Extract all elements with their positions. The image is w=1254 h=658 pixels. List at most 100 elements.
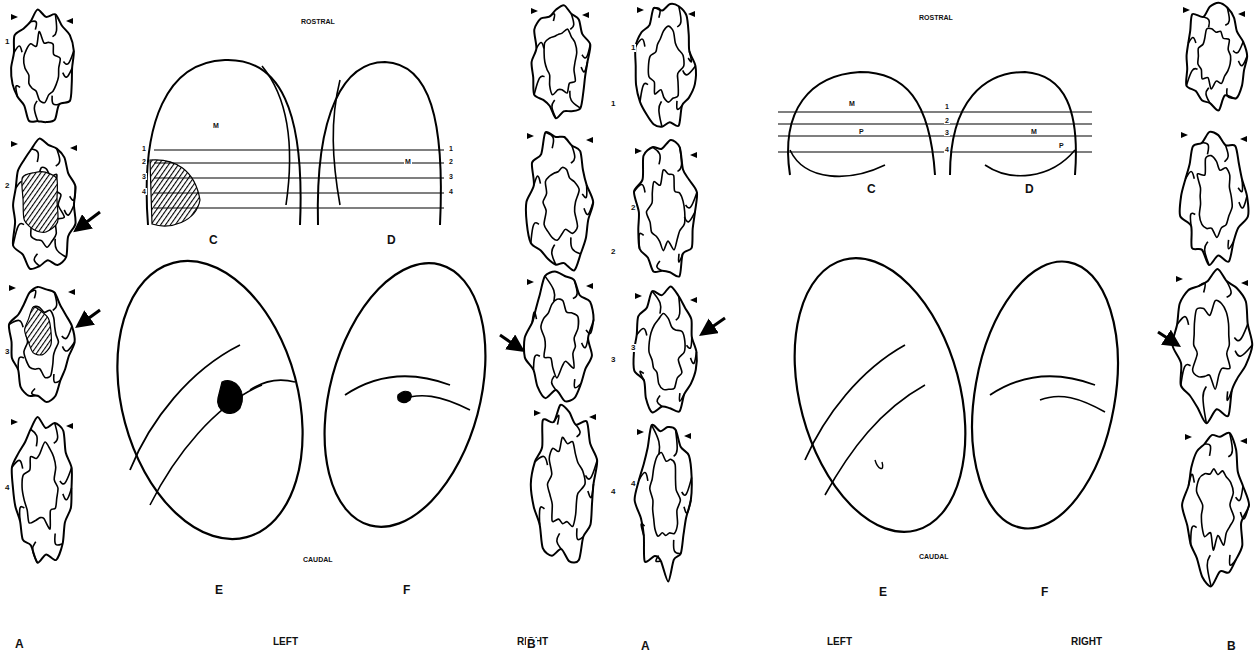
brain-section bbox=[1172, 269, 1252, 423]
section-level-line bbox=[154, 162, 444, 163]
sulcus-line bbox=[582, 338, 589, 348]
sulcus-line bbox=[679, 254, 683, 262]
marker-arrowhead bbox=[68, 289, 75, 295]
section-level-line bbox=[778, 111, 1092, 112]
panel-or-section-label: 2 bbox=[630, 204, 636, 212]
sulcus-line bbox=[582, 45, 590, 58]
sulcus-line bbox=[677, 6, 681, 27]
sulcus-line bbox=[1235, 345, 1252, 356]
sulcus-line bbox=[545, 276, 555, 301]
hemisphere-outline bbox=[147, 60, 301, 225]
sulcus-line bbox=[1188, 38, 1196, 44]
white-matter-outline bbox=[646, 170, 684, 251]
brain-section bbox=[633, 286, 697, 412]
lateral-brain-outline bbox=[766, 239, 993, 551]
panel-or-section-label: D bbox=[386, 234, 397, 246]
lesion-area bbox=[22, 172, 58, 233]
brain-section bbox=[524, 272, 594, 402]
panel-or-section-label: A bbox=[640, 640, 651, 652]
sulcus-line bbox=[52, 96, 59, 105]
cortex-outline bbox=[9, 287, 75, 402]
cortex-outline bbox=[13, 139, 76, 269]
brain-section bbox=[1182, 433, 1249, 587]
sylvian-fissure bbox=[345, 376, 450, 395]
panel-or-section-label: 4 bbox=[610, 488, 616, 496]
orientation-label: CAUDAL bbox=[302, 556, 334, 563]
panel-or-section-label: B bbox=[1226, 640, 1237, 652]
panel-or-section-label: F bbox=[1040, 586, 1049, 598]
sulcus-line bbox=[1236, 486, 1243, 501]
sulcus-line bbox=[536, 42, 544, 48]
brain-section bbox=[11, 10, 74, 123]
sulcus-line bbox=[1203, 17, 1209, 27]
sulcus-line bbox=[532, 312, 536, 322]
marker-arrowhead bbox=[527, 133, 534, 139]
panel-or-section-label: 3 bbox=[448, 173, 454, 180]
marker-arrowhead bbox=[635, 293, 642, 299]
sulcus-line bbox=[60, 468, 72, 484]
marker-arrowhead bbox=[637, 7, 644, 13]
panel-or-section-label: 1 bbox=[610, 100, 616, 108]
sulcus-line bbox=[571, 145, 575, 163]
sulcus-line bbox=[1227, 391, 1232, 401]
white-matter-outline bbox=[22, 442, 58, 529]
marker-arrowhead bbox=[1241, 280, 1248, 286]
cortex-outline bbox=[635, 4, 696, 127]
sulcus-line bbox=[535, 456, 548, 465]
sulcus-line bbox=[674, 430, 678, 457]
panel-or-section-label: 3 bbox=[141, 173, 147, 180]
sulcus-line bbox=[683, 66, 696, 75]
section-level-line bbox=[154, 149, 444, 150]
sulcus-line bbox=[677, 101, 682, 109]
cortex-outline bbox=[524, 272, 594, 402]
sulcus-line bbox=[56, 149, 60, 166]
sulcus-line bbox=[1204, 444, 1210, 456]
white-matter-outline bbox=[650, 453, 681, 537]
panel-or-section-label: 1 bbox=[4, 38, 10, 46]
sulcus-line bbox=[577, 528, 584, 539]
white-matter-outline bbox=[24, 32, 61, 103]
sulcus-line bbox=[1186, 69, 1197, 86]
panel-or-section-label: A bbox=[14, 638, 25, 650]
sulcus-line bbox=[571, 237, 581, 254]
panel-or-section-label: M bbox=[1030, 128, 1038, 135]
sulcus-line bbox=[1227, 88, 1236, 98]
orientation-label: ROSTRAL bbox=[918, 14, 954, 21]
panel-or-section-label: 1 bbox=[944, 103, 950, 110]
sulcus-line bbox=[584, 202, 593, 215]
sulcus-line bbox=[573, 280, 577, 299]
sulcus-line bbox=[63, 488, 72, 500]
marker-arrowhead bbox=[690, 152, 697, 158]
sulcus-line bbox=[1234, 324, 1247, 341]
panel-or-section-label: F bbox=[402, 584, 411, 596]
cortex-outline bbox=[635, 425, 692, 582]
hemisphere-outline bbox=[318, 62, 441, 225]
sulcus-line bbox=[656, 555, 661, 561]
sulcus-line bbox=[640, 83, 648, 101]
sulcus-line bbox=[34, 254, 39, 266]
section-level-line bbox=[154, 192, 444, 193]
cortex-outline bbox=[12, 417, 72, 563]
panel-or-section-label: 4 bbox=[141, 188, 147, 195]
white-matter-outline bbox=[24, 306, 59, 377]
lesion-area bbox=[875, 460, 883, 469]
marker-arrowhead bbox=[534, 410, 541, 416]
sulcus-line bbox=[30, 290, 36, 298]
pointer-arrow bbox=[1158, 332, 1178, 345]
marker-arrowhead bbox=[1240, 438, 1247, 444]
sulcus-line bbox=[637, 329, 647, 336]
brain-section bbox=[526, 132, 593, 271]
sulcus-line bbox=[20, 507, 25, 521]
orientation-label: LEFT bbox=[826, 637, 853, 647]
cortex-outline bbox=[526, 132, 593, 271]
white-matter-outline bbox=[547, 437, 585, 526]
brain-section bbox=[9, 285, 75, 402]
panel-or-section-label: P bbox=[1058, 142, 1065, 149]
temporal-outline bbox=[790, 150, 885, 176]
sulcus-line bbox=[52, 14, 56, 36]
white-matter-outline bbox=[1196, 469, 1234, 550]
sulcus-line bbox=[545, 132, 553, 148]
